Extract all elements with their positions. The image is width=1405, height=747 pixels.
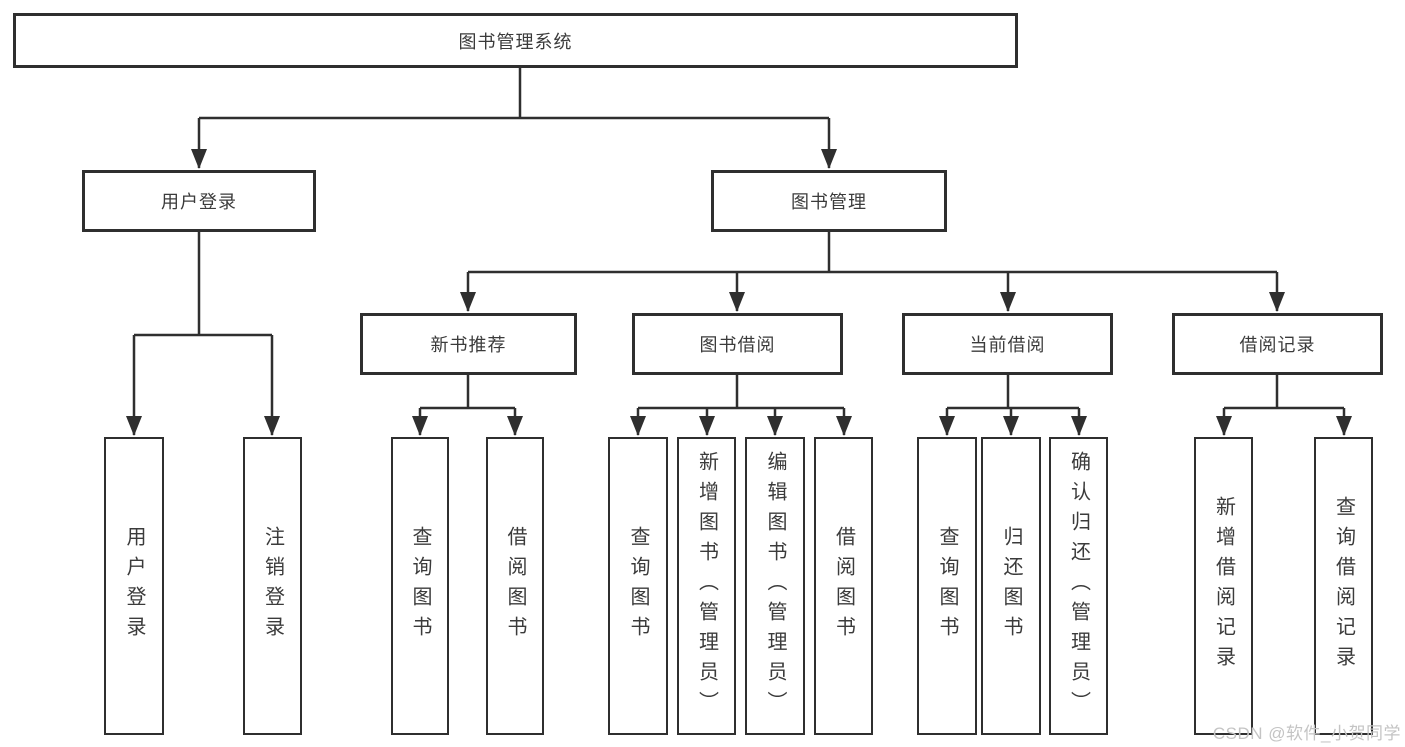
node-cb-return-book: 归还图书: [981, 437, 1041, 735]
node-bb-query-book: 查询图书: [608, 437, 668, 735]
node-user-login-leaf-label: 用户登录: [123, 526, 145, 646]
node-cb-confirm-return-admin-label: 确认归还（管理员）: [1067, 451, 1090, 721]
node-new-book-recommend-label: 新书推荐: [430, 335, 507, 355]
node-bb-edit-book-admin-label: 编辑图书（管理员）: [764, 451, 786, 721]
node-cb-query-book: 查询图书: [917, 437, 977, 735]
node-user-login-label: 用户登录: [161, 192, 237, 212]
node-book-borrow-label: 图书借阅: [699, 335, 776, 355]
node-recommend-borrow-book-label: 借阅图书: [504, 526, 526, 646]
node-book-borrow: 图书借阅: [632, 313, 843, 375]
node-bb-add-book-admin: 新增图书（管理员）: [677, 437, 736, 735]
node-bb-query-book-label: 查询图书: [627, 526, 649, 646]
node-bb-borrow-book: 借阅图书: [814, 437, 873, 735]
node-library-management-system: 图书管理系统: [13, 13, 1018, 68]
node-library-management-system-label: 图书管理系统: [458, 31, 573, 52]
csdn-watermark: CSDN @软件_小贺同学: [1212, 724, 1401, 743]
node-borrow-records: 借阅记录: [1172, 313, 1383, 375]
node-cb-query-book-label: 查询图书: [936, 526, 958, 646]
node-user-login-leaf: 用户登录: [104, 437, 164, 735]
node-recommend-query-book: 查询图书: [391, 437, 449, 735]
node-new-book-recommend: 新书推荐: [360, 313, 577, 375]
node-bb-borrow-book-label: 借阅图书: [832, 526, 855, 646]
node-cb-confirm-return-admin: 确认归还（管理员）: [1049, 437, 1108, 735]
node-recommend-query-book-label: 查询图书: [409, 526, 431, 646]
node-logout: 注销登录: [243, 437, 302, 735]
node-br-query-record-label: 查询借阅记录: [1332, 496, 1355, 676]
node-logout-label: 注销登录: [261, 526, 284, 646]
node-user-login: 用户登录: [82, 170, 316, 232]
node-book-management-label: 图书管理: [791, 192, 867, 212]
node-bb-add-book-admin-label: 新增图书（管理员）: [695, 451, 718, 721]
node-bb-edit-book-admin: 编辑图书（管理员）: [745, 437, 805, 735]
node-br-add-record: 新增借阅记录: [1194, 437, 1253, 735]
node-br-add-record-label: 新增借阅记录: [1212, 496, 1235, 676]
node-current-borrow: 当前借阅: [902, 313, 1113, 375]
node-borrow-records-label: 借阅记录: [1239, 335, 1316, 355]
node-book-management: 图书管理: [711, 170, 947, 232]
node-br-query-record: 查询借阅记录: [1314, 437, 1373, 735]
node-current-borrow-label: 当前借阅: [969, 335, 1046, 355]
node-cb-return-book-label: 归还图书: [1000, 526, 1022, 646]
node-recommend-borrow-book: 借阅图书: [486, 437, 544, 735]
